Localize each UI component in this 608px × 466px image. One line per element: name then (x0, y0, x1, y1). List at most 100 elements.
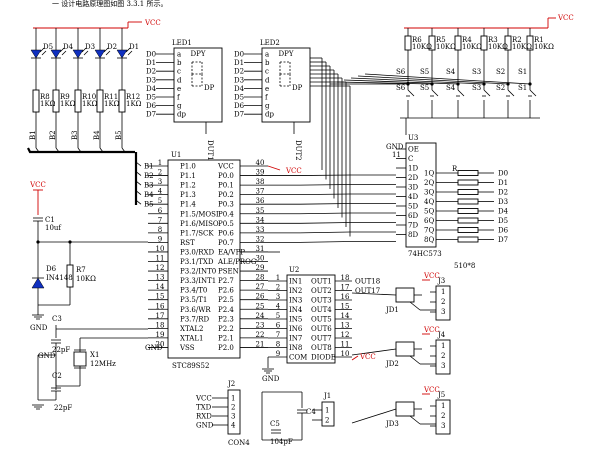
u3-out-resistor (457, 227, 479, 233)
u1-pin-num: 18 (156, 321, 165, 329)
display-seg: dp (265, 111, 274, 119)
u3-res-value: 510*8 (454, 262, 475, 270)
u3-pin-name: 7D (408, 222, 418, 230)
relay-connector (435, 285, 451, 321)
u2-pin-name: IN4 (289, 306, 303, 314)
u1-part: STC89S52 (172, 362, 209, 370)
d6-name: D6 (46, 265, 57, 273)
bus-entry (35, 147, 40, 153)
c1-value: 10uf (45, 224, 62, 232)
u3-output-net: D6 (498, 227, 509, 235)
u1-pin-name: P2.0 (218, 344, 234, 352)
components (30, 35, 534, 435)
u2-pin-name: OUT6 (311, 325, 332, 333)
x1-name: X1 (90, 351, 99, 359)
u2-pin-num: 9 (276, 350, 280, 358)
led-ray (81, 47, 87, 53)
relay-conn-pin: 3 (441, 422, 445, 430)
display-seg: b (177, 59, 182, 67)
switch-name: S3 (472, 84, 481, 92)
relay-conn-pin: 2 (441, 298, 445, 306)
u2-pin-num: 2 (276, 284, 280, 292)
u1-pin-name: PSEN (218, 268, 239, 276)
u1-pin-num: 12 (156, 264, 165, 272)
display-pin: D0 (146, 51, 156, 59)
junction-dot (506, 82, 510, 86)
bus-entry (99, 147, 104, 153)
display-pin: D0 (234, 51, 244, 59)
u2-vcc-label: VCC (359, 353, 376, 361)
p0-net (299, 193, 351, 196)
switch-res-value: 10KΩ (534, 43, 554, 51)
u1-pin-name: P3.1/TXD (180, 258, 214, 266)
u1-pin-num: 40 (256, 159, 265, 167)
led-res-value: 1KΩ (126, 100, 142, 108)
u1-pin-net: B1 (144, 163, 154, 171)
display-seg: a (265, 51, 269, 59)
switch-net-label: S3 (472, 68, 481, 76)
display-1-body (173, 47, 223, 123)
u1-pin-num: 5 (158, 197, 162, 205)
led-res-name: R9 (60, 93, 70, 101)
u1-pin-num: 23 (256, 321, 265, 329)
led-resistor (118, 89, 126, 113)
u2-pin-num: 8 (276, 341, 280, 349)
display-digit-glyph (279, 61, 291, 87)
u1-pin-num: 25 (256, 302, 265, 310)
led-name: D3 (85, 43, 95, 51)
j1-pin: 2 (325, 417, 329, 425)
led-ray (41, 50, 47, 56)
u2-pin-num: 18 (341, 274, 350, 282)
relay-coil (395, 341, 415, 357)
u2-body (286, 274, 336, 364)
labels: VCCD5R81KΩB1D4R91KΩB2D3R101KΩB3D2R111KΩB… (29, 14, 574, 447)
u1-pin-name: P0.3 (218, 201, 234, 209)
display-seg: g (177, 102, 182, 110)
relay-contact (409, 355, 421, 365)
u1-pin-num: 14 (156, 283, 165, 291)
u2-pin-name: IN7 (289, 335, 302, 343)
u3-out-resistor (457, 236, 479, 243)
relay-name: JD1 (385, 306, 399, 314)
switch-res-name: R2 (512, 36, 522, 44)
relay-vcc-label: VCC (423, 386, 440, 394)
j2-net: GND (196, 422, 214, 430)
display-pin: D4 (234, 85, 245, 93)
switch-lever (407, 89, 415, 97)
display-dpy: DPY (191, 50, 206, 58)
u3-pin-name: 1D (408, 165, 418, 173)
relay-drive (351, 292, 397, 296)
heading: 一 设计电路原理图如图 3.3.1 所示。 (52, 0, 168, 8)
wiring (27, 17, 556, 441)
display-com: DUT2 (294, 140, 302, 161)
switch-res-value: 10KΩ (462, 43, 482, 51)
u1-pin-net: B2 (144, 172, 154, 180)
display-seg: f (177, 94, 181, 102)
reset-vcc: VCC (29, 181, 46, 189)
u2-pin-num: 13 (341, 322, 350, 330)
display-dp: DP (204, 84, 215, 92)
display-seg: c (177, 68, 181, 76)
u2-pin-name: OUT7 (311, 335, 332, 343)
relay-conn-pin: 3 (441, 308, 445, 316)
u3-pin-name: 3D (408, 184, 418, 192)
display-pin: D3 (234, 76, 244, 84)
led-ray (105, 50, 111, 56)
led-bus-label: B1 (29, 130, 37, 140)
display-seg: a (177, 51, 181, 59)
u3-pin-num: 11 (392, 151, 401, 159)
u1-pin-num: 20 (156, 340, 165, 348)
c4-name: C4 (306, 408, 316, 416)
u1-pin-num: 26 (256, 293, 265, 301)
u1-pin-name: VSS (179, 344, 195, 352)
display-digit-glyph (191, 61, 203, 87)
j2-pin: 4 (231, 422, 236, 430)
relay-conn-pin: 2 (441, 412, 445, 420)
u2-pin-num: 10 (341, 350, 350, 358)
u2-pin-name: OUT2 (311, 287, 332, 295)
u1-pin-num: 36 (256, 197, 265, 205)
switch-res-name: R6 (412, 36, 422, 44)
u1-pin-net: B3 (144, 182, 154, 190)
led-res-value: 1KΩ (60, 100, 76, 108)
switch-net (364, 73, 531, 85)
